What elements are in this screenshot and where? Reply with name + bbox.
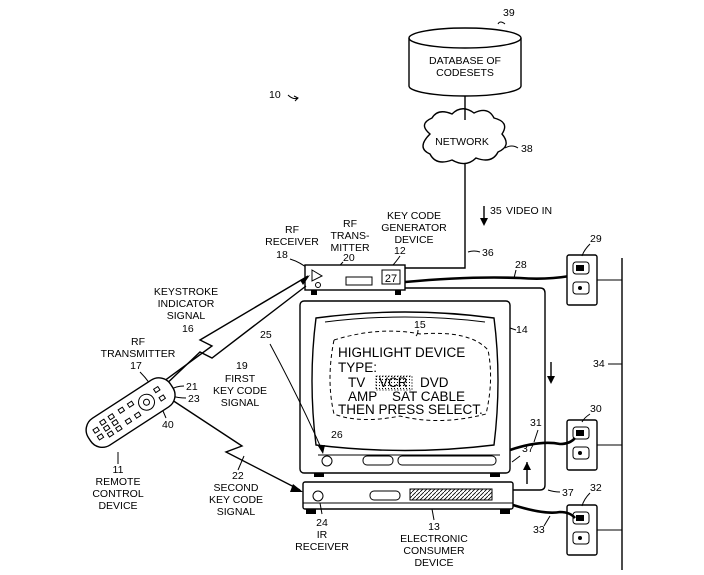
outlet-29: 29 (566, 233, 602, 306)
remote-label-2: CONTROL (92, 488, 143, 500)
vcr-highlight (375, 375, 413, 391)
keygen-ref-12: 12 (394, 245, 406, 257)
network-label: NETWORK (435, 136, 489, 148)
key-code-generator-device: 27 (304, 264, 406, 295)
network-cloud: NETWORK 38 (422, 108, 533, 165)
keygen-label-3: DEVICE (394, 234, 433, 246)
keygen-label-2: GENERATOR (381, 222, 447, 234)
box-display-ref-27: 27 (385, 273, 397, 285)
keystroke-label-2: INDICATOR (158, 298, 215, 310)
rf-receiver-label-2: RECEIVER (265, 236, 319, 248)
ecd-label-3: DEVICE (414, 557, 453, 569)
second-signal-label-3: SIGNAL (217, 506, 256, 518)
outlet-ref-32: 32 (590, 482, 602, 494)
power-line-ref-34: 34 (593, 358, 605, 370)
remote-tx-label-2: TRANSMITTER (101, 348, 176, 360)
second-key-code-signal-path (165, 395, 301, 491)
screen-line-1: HIGHLIGHT DEVICE (338, 345, 465, 360)
ref-23: 23 (188, 393, 200, 405)
outlet-ref-30: 30 (590, 403, 602, 415)
outlet-30: 30 (566, 403, 602, 471)
database-label-line1: DATABASE OF (429, 55, 501, 67)
first-signal-label-1: FIRST (225, 373, 256, 385)
tv-ir-ref-26: 26 (331, 429, 343, 441)
cable-ref-31: 31 (530, 417, 542, 429)
cable-ref-33: 33 (533, 524, 545, 536)
ref-21: 21 (186, 381, 198, 393)
keystroke-label-3: SIGNAL (167, 310, 206, 322)
second-signal-label-2: KEY CODE (209, 494, 263, 506)
second-signal-ref-22: 22 (232, 470, 244, 482)
power-cable-28 (404, 274, 571, 284)
video-cable-37 (405, 287, 546, 491)
database-label-line2: CODESETS (436, 67, 494, 79)
screen-line-2: TYPE: (338, 360, 377, 375)
database-of-codesets: DATABASE OF CODESETS 39 (408, 7, 522, 97)
outlet-ref-29: 29 (590, 233, 602, 245)
rf-transmitter-label-3: MITTER (330, 242, 369, 254)
cable-ref-28: 28 (515, 259, 527, 271)
video-in-ref-35: 35 (490, 205, 502, 217)
screen-option-vcr: VCR (379, 375, 408, 390)
rf-transmitter-ref-20: 20 (343, 252, 355, 264)
network-cable-36 (398, 164, 466, 269)
second-signal-label-1: SECOND (214, 482, 259, 494)
database-ref-39: 39 (503, 7, 515, 19)
ir-receiver-label-1: IR (317, 529, 328, 541)
ecd-label-2: CONSUMER (403, 545, 465, 557)
screen-option-sat-cable: SAT CABLE (392, 389, 465, 404)
screen-region-ref-15: 15 (414, 319, 426, 331)
screen-line-5: THEN PRESS SELECT. (338, 402, 483, 417)
remote-label-3: DEVICE (98, 500, 137, 512)
remote-label-1: REMOTE (96, 476, 141, 488)
remote-ref-11: 11 (113, 464, 124, 476)
ref-25: 25 (260, 329, 272, 341)
ecd-ref-13: 13 (428, 521, 440, 533)
remote-tx-label-1: RF (131, 336, 145, 348)
keystroke-label-1: KEYSTROKE (154, 286, 218, 298)
power-cable-33 (512, 503, 576, 519)
screen-option-tv: TV (348, 375, 365, 390)
network-ref-38: 38 (521, 143, 533, 155)
ir-receiver-ref-24: 24 (316, 517, 328, 529)
screen-option-dvd: DVD (420, 375, 449, 390)
keystroke-ref-16: 16 (182, 323, 194, 335)
cable-ref-36: 36 (482, 247, 494, 259)
video-in-label: VIDEO IN (506, 205, 552, 217)
keygen-label-1: KEY CODE (387, 210, 441, 222)
tv-ref-14: 14 (516, 324, 528, 336)
rf-receiver-label-1: RF (285, 224, 299, 236)
system-ref-10: 10 (269, 89, 281, 101)
ref-40: 40 (162, 419, 174, 431)
ir-receiver-label-2: RECEIVER (295, 541, 349, 553)
rf-receiver-ref-18: 18 (276, 249, 288, 261)
first-signal-ref-19: 19 (236, 360, 248, 372)
power-cable-31 (509, 437, 576, 452)
rf-transmitter-label-2: TRANS- (330, 230, 370, 242)
first-signal-label-2: KEY CODE (213, 385, 267, 397)
screen-menu-region: 15 HIGHLIGHT DEVICE TYPE: TV VCR DVD AMP… (329, 319, 492, 421)
electronic-consumer-device (302, 481, 514, 514)
cable-ref-37b: 37 (562, 487, 574, 499)
first-signal-label-3: SIGNAL (221, 397, 260, 409)
rf-transmitter-label-1: RF (343, 218, 357, 230)
remote-control-device (85, 377, 176, 449)
cable-ref-37a: 37 (522, 443, 534, 455)
remote-tx-ref-17: 17 (130, 360, 142, 372)
first-key-code-signal-path (159, 285, 307, 391)
screen-option-amp: AMP (348, 389, 377, 404)
ecd-label-1: ELECTRONIC (400, 533, 468, 545)
